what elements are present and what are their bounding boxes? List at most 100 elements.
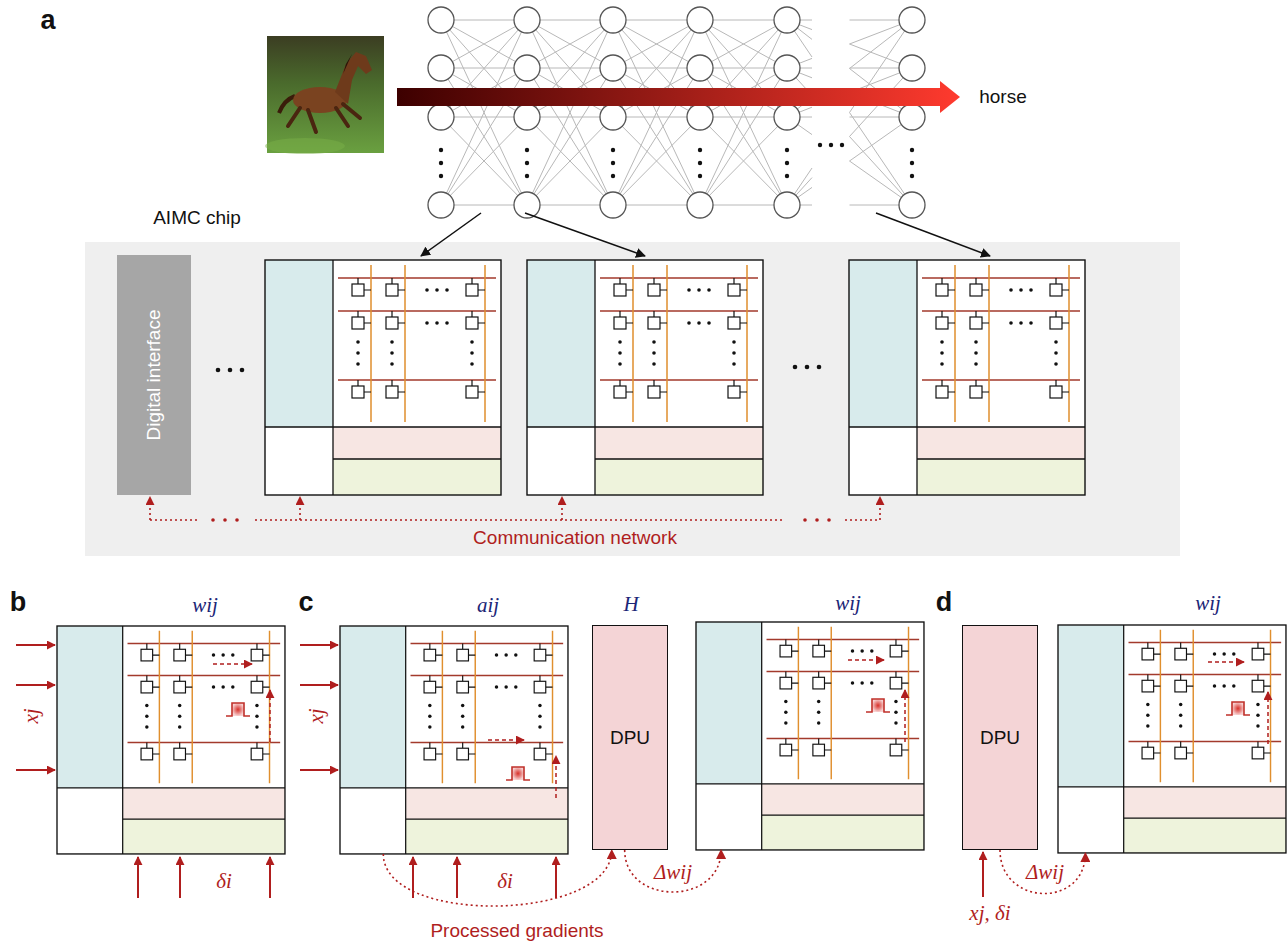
ellipsis-dot <box>439 161 443 165</box>
art-shape <box>288 104 360 132</box>
art-shape <box>150 497 880 520</box>
dotted-connector <box>1000 850 1085 894</box>
art-shape <box>240 368 245 373</box>
neuron <box>774 55 800 81</box>
art-shape <box>488 739 524 741</box>
neuron <box>687 7 713 33</box>
node-label: DPU <box>980 727 1020 749</box>
art-shape <box>279 96 295 113</box>
network-link <box>527 117 613 205</box>
art-shape <box>223 518 227 522</box>
art-shape <box>803 518 807 522</box>
art-shape <box>1226 702 1250 715</box>
neuron <box>899 55 925 81</box>
crossbar-tile <box>527 260 763 495</box>
signal-name: δi <box>497 869 513 894</box>
art-shape <box>793 365 798 370</box>
ellipsis-dot <box>910 148 914 152</box>
ellipsis-dot <box>910 174 914 178</box>
class-output: horse <box>979 86 1027 108</box>
art-shape <box>506 767 530 780</box>
signal-name: xj <box>304 708 329 723</box>
neuron <box>687 55 713 81</box>
art-shape <box>265 138 345 154</box>
node-heading: H <box>623 592 638 617</box>
ellipsis-dot <box>785 148 789 152</box>
node-heading: aij <box>477 593 499 618</box>
art-shape <box>817 365 822 370</box>
edge-label: Δwij <box>1024 860 1066 885</box>
node-heading: AIMC chip <box>153 207 241 229</box>
node-label: DPU <box>610 727 650 749</box>
art-shape <box>150 519 880 521</box>
neuron <box>428 192 454 218</box>
network-link <box>527 20 613 205</box>
art-shape <box>211 518 831 522</box>
network-link <box>613 20 700 68</box>
art-shape <box>866 699 890 712</box>
crossbar-tile <box>849 260 1085 495</box>
update-pulses <box>226 699 1250 780</box>
neuron <box>514 104 540 130</box>
ellipsis-dot <box>525 174 529 178</box>
art-shape <box>421 213 481 256</box>
art-shape <box>269 690 271 742</box>
inference-arrow <box>397 81 960 113</box>
ellipsis-dot <box>698 148 702 152</box>
panel-letter: a <box>40 5 55 36</box>
network-link <box>441 20 527 68</box>
art-shape <box>16 769 55 771</box>
network-link <box>441 117 527 205</box>
crossbar-tile <box>696 622 924 850</box>
art-shape <box>456 857 458 898</box>
network-link <box>700 20 787 68</box>
neuron <box>428 104 454 130</box>
ellipsis-dot <box>439 148 443 152</box>
art-shape <box>815 518 819 522</box>
art-shape <box>561 497 563 520</box>
art-shape <box>149 497 151 520</box>
neuron <box>514 55 540 81</box>
art-shape <box>269 857 271 898</box>
mapping-arrows <box>421 213 990 256</box>
network-link <box>700 117 787 205</box>
ellipsis-dot <box>785 161 789 165</box>
ellipsis-dot <box>525 161 529 165</box>
art-shape <box>16 644 55 646</box>
ellipsis-dot <box>785 174 789 178</box>
network-link <box>613 20 700 205</box>
signal-arrows <box>16 645 983 898</box>
neuron <box>687 104 713 130</box>
art-shape <box>300 644 338 646</box>
processing-unit: HDPU <box>592 625 668 850</box>
network-connections <box>441 20 912 205</box>
ellipsis-dot <box>525 148 529 152</box>
ellipsis-dot <box>611 161 615 165</box>
dotted-connector <box>625 850 721 892</box>
neuron <box>899 192 925 218</box>
art-shape <box>343 54 352 74</box>
interface-box: Digital interface <box>117 255 191 495</box>
art-shape <box>216 368 221 373</box>
crossbar-array: wij <box>57 626 285 854</box>
ellipsis-dot <box>611 174 615 178</box>
network-link <box>441 20 527 205</box>
art-shape <box>300 684 338 686</box>
art-shape <box>300 769 338 771</box>
neuron <box>600 104 626 130</box>
neuron <box>428 55 454 81</box>
network-link <box>700 117 787 205</box>
art-shape <box>335 52 372 104</box>
ellipsis-dot <box>698 174 702 178</box>
art-shape <box>876 213 990 256</box>
neuron <box>600 192 626 218</box>
crossbar-tile <box>340 626 568 854</box>
ellipsis-dot <box>611 148 615 152</box>
neuron <box>899 7 925 33</box>
art-shape <box>228 368 233 373</box>
art-shape <box>848 659 884 661</box>
art-shape <box>235 518 239 522</box>
ellipsis-dots <box>216 365 822 373</box>
node-label: Digital interface <box>143 310 165 441</box>
